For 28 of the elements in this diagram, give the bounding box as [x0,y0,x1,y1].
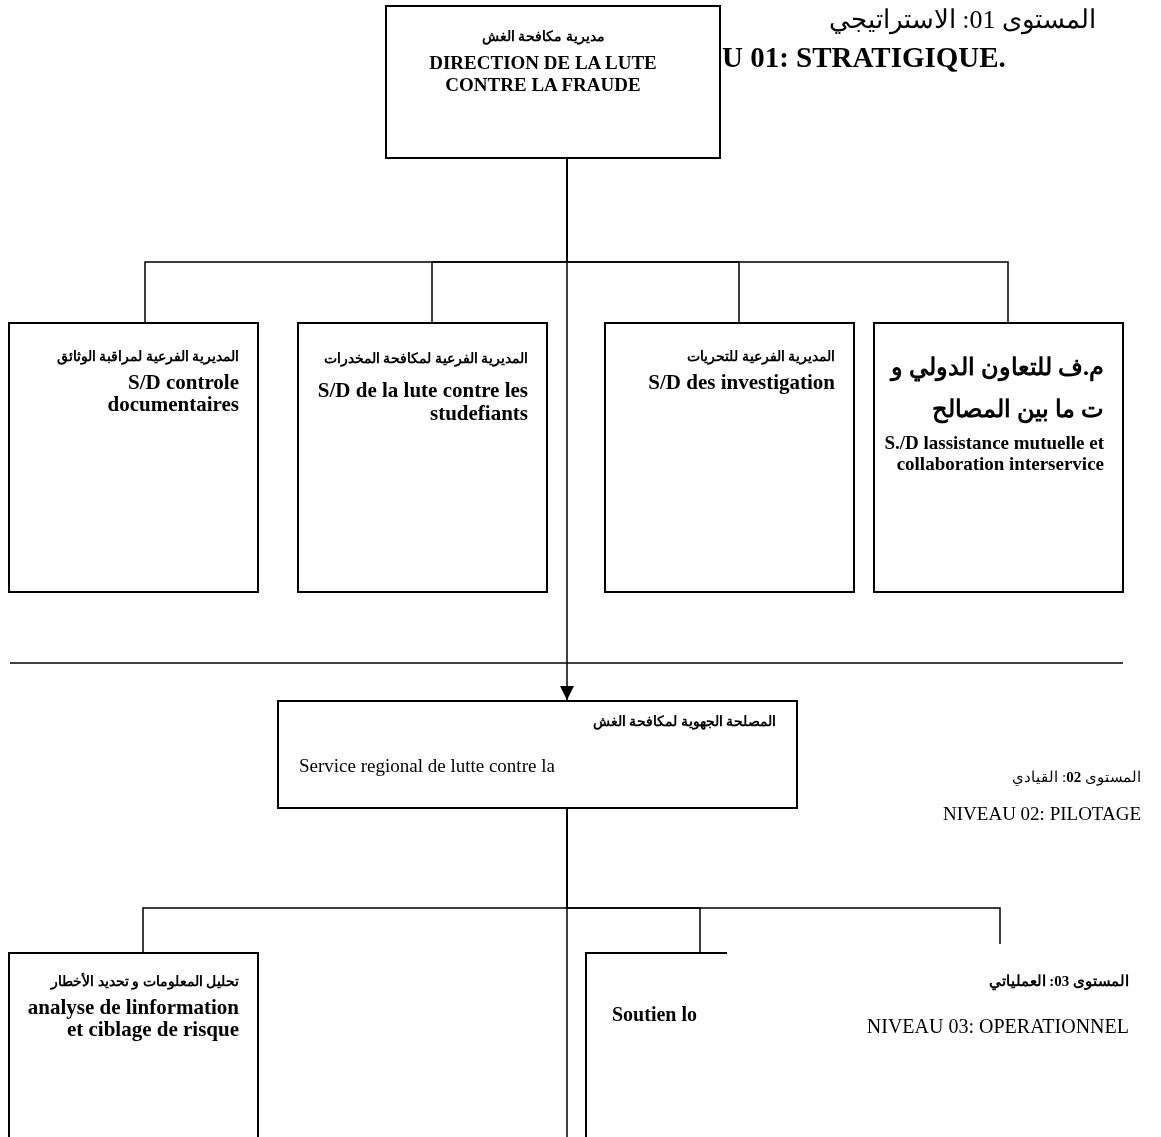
org-box [585,952,727,1137]
unit-title: DIRECTION DE LA LUTE CONTRE LA FRAUDE [428,51,658,96]
org-box [8,322,259,593]
org-box [277,700,798,809]
unit-title-arabic: المديرية الفرعية للتحريات [686,348,835,367]
level-title: NIVEAU 02: PILOTAGE [942,803,1141,825]
unit-title-arabic: تحليل المعلومات و تحديد الأخطار [49,971,239,992]
unit-title-arabic: المصلحة الجهوية لمكافحة الغش [591,714,776,731]
org-box [297,322,548,593]
unit-title-arabic: مديرية مكافحة الغش [480,29,606,46]
level-heading: المستوى 01: الاستراتيجي [827,4,1096,35]
unit-title: Soutien lo [612,1002,699,1026]
unit-title: S./D lassistance mutuelle et collaboration interservice [883,432,1104,475]
level-title: NIVEAU 03: OPERATIONNEL [865,1014,1129,1038]
org-box [873,322,1124,593]
unit-title: Service regional de lutte contre la [299,754,556,778]
unit-title-arabic: المديرية الفرعية لمراقبة الوثائق [55,348,239,367]
org-box [385,5,721,159]
connector-line [566,808,568,1137]
unit-title-arabic: المديرية الفرعية لمكافحة المخدرات [322,350,528,369]
unit-title: S/D controle documentaires [106,370,239,415]
unit-title: analyse de linformation et ciblage de risque [26,996,239,1041]
unit-title: S/D de la lute contre les studefiants [316,378,528,425]
level-title: U 01: STRATIGIQUE. [722,41,1007,74]
unit-title: S/D des investigation [647,370,835,393]
org-box [604,322,855,593]
org-box [8,952,259,1137]
unit-title-arabic: م.ف للتعاون الدولي و ت ما بين المصالح [888,353,1104,426]
